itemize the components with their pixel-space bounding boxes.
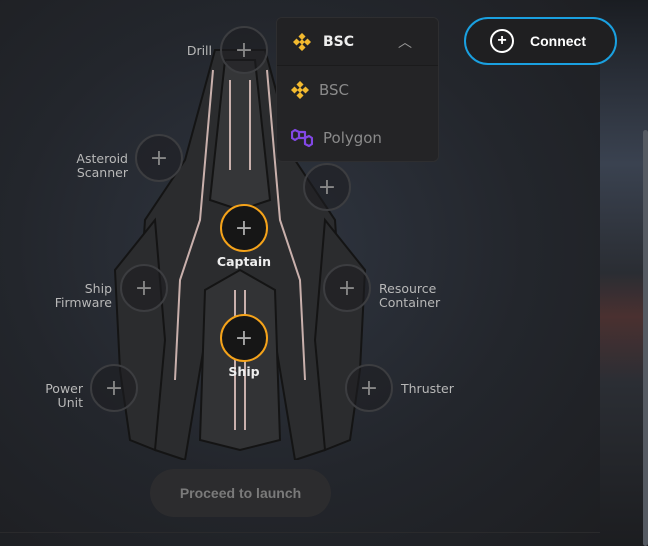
connect-label: Connect [530,33,586,49]
plus-circle-icon: + [490,29,514,53]
bnb-icon [293,32,311,51]
option-label: BSC [319,81,350,99]
polygon-icon [291,128,313,148]
ship-firmware-slot[interactable]: + [120,264,168,312]
ship-label: Ship [228,364,260,379]
asteroid-scanner-slot[interactable]: + [135,134,183,182]
resource-container-label: Resource Container [379,281,441,310]
resource-container-slot[interactable]: + [323,264,371,312]
ship-slot[interactable]: + [220,314,268,362]
captain-slot[interactable]: + [220,204,268,252]
drill-label: Drill [186,43,212,58]
connect-button[interactable]: + Connect [464,17,617,65]
network-option-bsc[interactable]: BSC [277,66,438,114]
background-scene-panel [600,0,648,546]
network-dropdown-toggle[interactable]: BSC ︿ [277,18,438,66]
hidden-slot[interactable]: + [303,163,351,211]
bnb-icon [291,81,309,99]
captain-label: Captain [216,254,272,269]
asteroid-scanner-label: Asteroid Scanner [76,151,128,180]
scrollbar[interactable] [643,130,648,546]
divider [0,532,600,533]
ship-firmware-label: Ship Firmware [54,281,112,310]
network-option-polygon[interactable]: Polygon [277,114,438,161]
power-unit-label: Power Unit [45,381,83,410]
power-unit-slot[interactable]: + [90,364,138,412]
selected-network: BSC [323,33,355,50]
chevron-up-icon: ︿ [398,34,412,51]
proceed-to-launch-button[interactable]: Proceed to launch [150,469,331,517]
thruster-label: Thruster [401,381,454,396]
network-dropdown[interactable]: BSC ︿ BSC Polygon [276,17,439,162]
option-label: Polygon [323,129,382,147]
thruster-slot[interactable]: + [345,364,393,412]
drill-slot[interactable]: + [220,26,268,74]
